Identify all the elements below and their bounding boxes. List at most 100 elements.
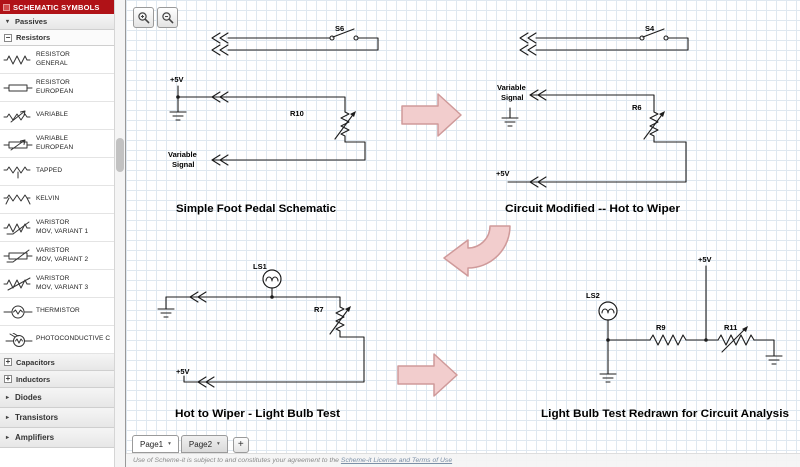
symbol-label: VARIABLE — [36, 111, 69, 119]
sidebar-header: SCHEMATIC SYMBOLS — [0, 0, 115, 14]
schematic-canvas[interactable]: S6 S4 +5V R10 Va — [126, 0, 800, 467]
ground-symbol — [765, 355, 783, 365]
off-page-connector-icon — [519, 32, 537, 56]
symbol-item-varistor-3[interactable]: VARISTOR MOV, VARIANT 3 — [0, 270, 115, 298]
wiper-arrow — [721, 329, 745, 353]
category-passives[interactable]: ▾ Passives — [0, 14, 115, 30]
symbol-item-varistor-1[interactable]: VARISTOR MOV, VARIANT 1 — [0, 214, 115, 242]
symbol-label-2: EUROPEAN — [36, 87, 74, 95]
symbol-item-varistor-2[interactable]: VARISTOR MOV, VARIANT 2 — [0, 242, 115, 270]
zoom-in-icon — [137, 11, 149, 23]
symbols-sidebar: SCHEMATIC SYMBOLS ▾ Passives − Resistors… — [0, 0, 126, 467]
varistor-mov2-icon — [0, 249, 36, 263]
subcategory-label: Inductors — [16, 374, 51, 384]
caret-right-icon: ▸ — [5, 395, 9, 401]
wire — [535, 37, 689, 51]
symbol-label: VARIABLE — [36, 135, 69, 143]
symbol-item-resistor-general[interactable]: RESISTOR GENERAL — [0, 46, 115, 74]
symbol-label-2: MOV, VARIANT 2 — [36, 255, 89, 263]
lamp-filament — [601, 308, 615, 314]
symbol-label-2: GENERAL — [36, 59, 68, 67]
sidebar-scrollbar[interactable] — [114, 0, 125, 467]
zoom-out-icon — [161, 11, 173, 23]
flow-arrow-curved-icon — [443, 225, 511, 277]
junction-dot — [270, 295, 274, 299]
tab-page2[interactable]: Page2 ▾ — [180, 435, 228, 453]
subcategory-inductors[interactable]: + Inductors — [0, 371, 115, 388]
symbol-label: TAPPED — [36, 167, 63, 175]
expand-box-icon: + — [4, 357, 12, 366]
switch-fragment-s4[interactable]: S4 — [519, 24, 689, 56]
wiper-arrowhead — [345, 306, 351, 312]
signal-label-2: Signal — [501, 93, 524, 102]
wire — [165, 296, 341, 308]
category-diodes[interactable]: ▸ Diodes — [0, 388, 115, 408]
junction-dot — [704, 338, 708, 342]
wire — [183, 336, 365, 383]
symbol-item-variable-european[interactable]: VARIABLE EUROPEAN — [0, 130, 115, 158]
variable-resistor-symbol — [649, 111, 659, 143]
thermistor-icon — [0, 305, 36, 319]
vcc-label: +5V — [176, 367, 190, 376]
symbol-item-variable[interactable]: VARIABLE — [0, 102, 115, 130]
wire — [227, 37, 379, 51]
switch-ref-label: S4 — [645, 24, 655, 33]
symbol-label: VARISTOR — [36, 275, 70, 283]
tab-label: Page2 — [188, 439, 213, 449]
kelvin-resistor-icon — [0, 193, 36, 207]
circuit-modified-hot-to-wiper[interactable]: Variable Signal R6 +5V Circuit Modified … — [496, 83, 687, 215]
zoom-out-button[interactable] — [157, 7, 178, 28]
schematic-drawing: S6 S4 +5V R10 Va — [157, 24, 789, 420]
symbol-item-kelvin[interactable]: KELVIN — [0, 186, 115, 214]
vcc-label: +5V — [496, 169, 510, 178]
tab-caret-icon[interactable]: ▾ — [217, 441, 220, 447]
off-page-connector-icon — [197, 376, 215, 388]
symbol-label: KELVIN — [36, 195, 60, 203]
symbol-label: RESISTOR — [36, 51, 70, 59]
circuit-redrawn-analysis[interactable]: +5V LS2 R9 R11 Light Bulb Test Redrawn f… — [541, 255, 789, 420]
circuit-title: Simple Foot Pedal Schematic — [176, 203, 336, 215]
circuit-light-bulb-test[interactable]: LS1 R7 +5V Hot to Wiper - Light Bulb Tes… — [157, 262, 365, 420]
wiper-arrow — [334, 115, 353, 140]
off-page-connector-icon — [529, 176, 547, 188]
subcategory-capacitors[interactable]: + Capacitors — [0, 354, 115, 371]
footer-license-link[interactable]: Scheme-it License and Terms of Use — [340, 457, 453, 464]
variable-resistor-symbol — [717, 334, 755, 346]
wiper-arrow — [643, 115, 662, 140]
switch-fragment-s6[interactable]: S6 — [211, 24, 379, 56]
caret-down-icon: ▾ — [5, 19, 9, 25]
resistor-ref-label: R9 — [656, 323, 666, 332]
sidebar-scrollbar-thumb[interactable] — [116, 138, 124, 172]
signal-label: Variable — [497, 83, 526, 92]
varistor-mov1-icon — [0, 221, 36, 235]
tab-caret-icon[interactable]: ▾ — [168, 441, 171, 447]
symbol-label: VARISTOR — [36, 219, 70, 227]
circuit-simple-foot-pedal[interactable]: +5V R10 Variable Signal Simple Foot Peda… — [168, 75, 366, 215]
category-amplifiers[interactable]: ▸ Amplifiers — [0, 428, 115, 448]
circuit-title: Circuit Modified -- Hot to Wiper — [505, 203, 681, 215]
symbol-item-resistor-european[interactable]: RESISTOR EUROPEAN — [0, 74, 115, 102]
zoom-toolbar — [133, 7, 178, 28]
category-transistors[interactable]: ▸ Transistors — [0, 408, 115, 428]
subcategory-resistors[interactable]: − Resistors — [0, 30, 115, 46]
zoom-in-button[interactable] — [133, 7, 154, 28]
symbol-item-tapped[interactable]: TAPPED — [0, 158, 115, 186]
switch-contact — [663, 35, 669, 41]
circuit-title: Light Bulb Test Redrawn for Circuit Anal… — [541, 408, 789, 420]
add-page-button[interactable]: + — [232, 437, 249, 453]
off-page-connector-icon — [529, 89, 547, 101]
wire — [177, 85, 346, 113]
wire — [211, 141, 366, 161]
symbol-item-thermistor[interactable]: THERMISTOR — [0, 298, 115, 326]
ground-symbol — [157, 296, 175, 318]
switch-blade — [332, 28, 355, 38]
varistor-mov3-icon — [0, 277, 36, 291]
off-page-connector-icon — [211, 32, 229, 56]
symbol-label: PHOTOCONDUCTIVE C — [36, 335, 111, 343]
symbol-item-photoconductive[interactable]: PHOTOCONDUCTIVE C — [0, 326, 115, 354]
signal-label: Variable — [168, 150, 197, 159]
variable-resistor-symbol — [340, 111, 350, 143]
tab-page1[interactable]: Page1 ▾ — [132, 435, 179, 453]
category-label: Amplifiers — [15, 433, 55, 442]
